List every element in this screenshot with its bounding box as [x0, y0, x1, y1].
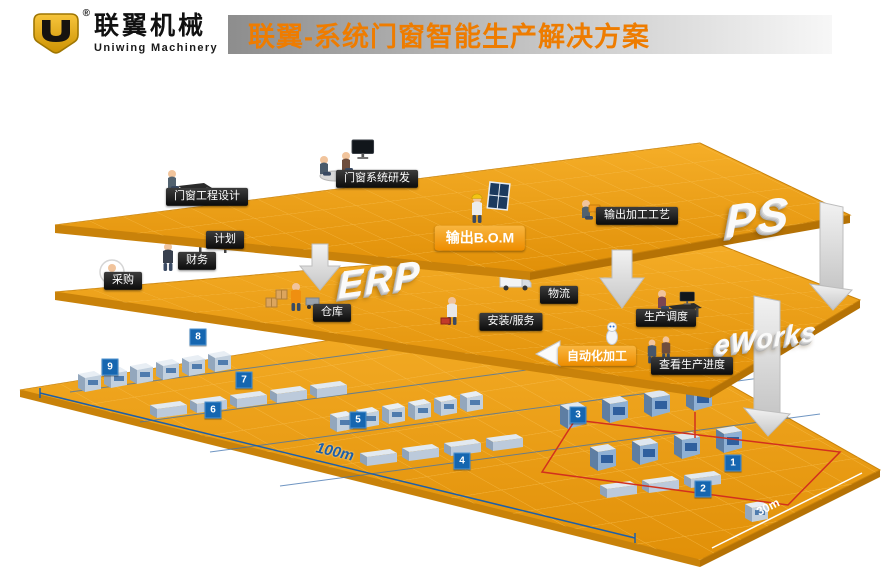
- machine-marker-5: 5: [349, 411, 367, 429]
- registered-mark: ®: [82, 8, 90, 19]
- tag-logistics: 物流: [540, 285, 578, 305]
- tag-warehouse: 仓库: [313, 303, 351, 323]
- brand-block: ® 联翼机械 Uniwing Machinery: [26, 8, 219, 58]
- tag-auto-machining: 自动化加工: [557, 345, 637, 367]
- machine-marker-4: 4: [453, 452, 471, 470]
- tag-production-dispatch: 生产调度: [636, 308, 696, 328]
- machine-marker-3: 3: [569, 406, 587, 424]
- machine-marker-6: 6: [204, 401, 222, 419]
- uniwing-logo-icon: [33, 13, 79, 54]
- tag-view-progress: 查看生产进度: [651, 356, 733, 376]
- arrow-process-to-dispatch: [808, 201, 854, 311]
- tag-output-process: 输出加工工艺: [596, 206, 678, 226]
- dimension-lines: [39, 388, 863, 549]
- machine-marker-7: 7: [235, 371, 253, 389]
- erp-platform: [54, 236, 862, 398]
- red-power-cable: [540, 412, 842, 506]
- tag-install-service: 安装/服务: [479, 312, 543, 332]
- arrow-bom-to-logistics: [599, 249, 645, 309]
- scene-install-service: [440, 297, 457, 325]
- ps-layer-label: PS: [725, 186, 791, 248]
- tag-system-rnd: 门窗系统研发: [336, 169, 418, 189]
- design-platform: [54, 142, 852, 280]
- tag-output-bom: 输出B.O.M: [434, 225, 526, 251]
- layer-flow-arrows: [298, 201, 854, 437]
- tag-finance: 财务: [178, 251, 216, 271]
- tag-engineering-design: 门窗工程设计: [166, 187, 248, 207]
- machine-marker-9: 9: [101, 358, 119, 376]
- brand-name-en: Uniwing Machinery: [94, 42, 219, 55]
- scene-finance: [163, 243, 173, 271]
- header: ® 联翼机械 Uniwing Machinery 联翼-系统门窗智能生产解决方案: [0, 0, 890, 72]
- brand-text: 联翼机械 Uniwing Machinery: [94, 12, 219, 55]
- machine-marker-1: 1: [724, 454, 742, 472]
- uniwing-logo: ®: [26, 8, 90, 58]
- poster-title: 联翼-系统门窗智能生产解决方案: [248, 22, 650, 52]
- arrow-design-to-erp: [298, 243, 342, 291]
- machine-marker-2: 2: [694, 480, 712, 498]
- machine-marker-8: 8: [189, 328, 207, 346]
- title-banner: 联翼-系统门窗智能生产解决方案: [228, 15, 832, 54]
- tag-plan: 计划: [206, 230, 244, 250]
- tag-purchase: 采购: [104, 271, 142, 291]
- scene-robot: [606, 322, 618, 345]
- arrow-erp-to-factory: [742, 295, 792, 437]
- brand-name-cn: 联翼机械: [94, 12, 207, 40]
